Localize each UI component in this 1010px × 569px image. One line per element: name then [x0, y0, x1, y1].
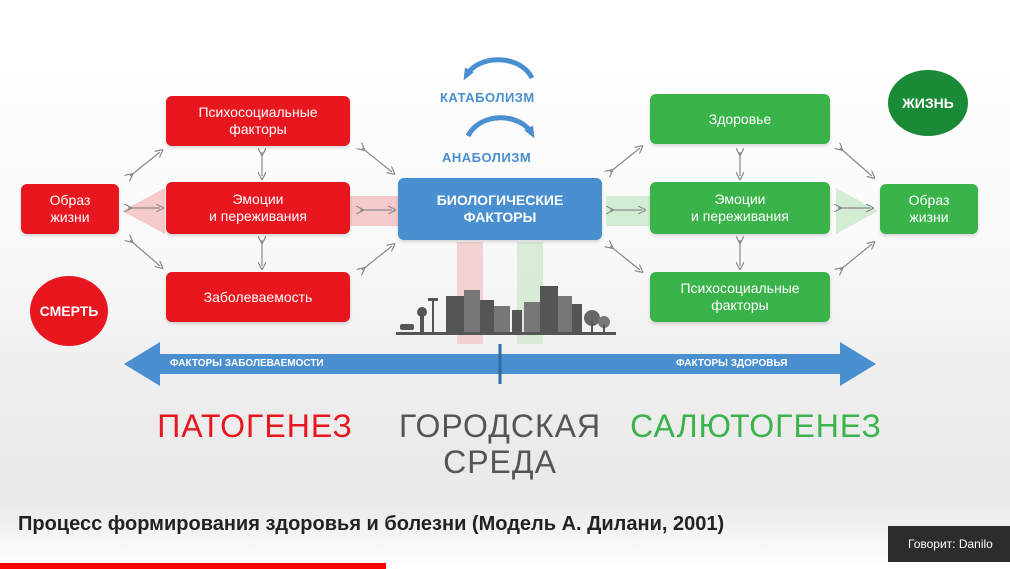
anabolism-label: АНАБОЛИЗМ [442, 150, 532, 165]
pale-red-band [350, 196, 398, 226]
left-emotions-box: Эмоции и переживания [166, 182, 350, 234]
speaker-tooltip: Говорит: Danilo [888, 526, 1010, 562]
video-progress-bar[interactable] [0, 563, 386, 569]
right-diag-arrow-1 [610, 148, 640, 172]
catabolism-arrow-icon [463, 57, 535, 81]
slide-caption: Процесс формирования здоровья и болезни … [18, 513, 725, 535]
left-psychosocial-box: Психосоциальные факторы [166, 96, 350, 146]
death-circle: СМЕРТЬ [30, 276, 108, 346]
morbidity-box: Заболеваемость [166, 272, 350, 322]
life-circle: ЖИЗНЬ [888, 70, 968, 136]
left-diag-arrow-4 [362, 246, 392, 270]
pathogenesis-heading: ПАТОГЕНЕЗ [157, 408, 353, 444]
right-diag-arrow-2 [610, 246, 640, 270]
morbidity-factors-label: ФАКТОРЫ ЗАБОЛЕВАЕМОСТИ [170, 358, 324, 369]
left-diag-arrow-3 [362, 148, 392, 172]
salutogenesis-heading: САЛЮТОГЕНЕЗ [630, 408, 882, 444]
city-skyline-icon [396, 286, 616, 335]
pale-red-arrowhead [122, 188, 165, 234]
right-diag-arrow-4 [840, 244, 872, 270]
right-psychosocial-box: Психосоциальные факторы [650, 272, 830, 322]
left-diag-arrow-1 [130, 152, 160, 176]
pale-green-band [606, 196, 650, 226]
health-factors-label: ФАКТОРЫ ЗДОРОВЬЯ [676, 358, 788, 369]
pale-green-arrowhead [836, 188, 878, 234]
catabolism-label: КАТАБОЛИЗМ [440, 90, 535, 105]
biological-factors-box: БИОЛОГИЧЕСКИЕ ФАКТОРЫ [398, 178, 602, 240]
left-lifestyle-box: Образ жизни [21, 184, 119, 234]
left-diag-arrow-2 [130, 240, 160, 266]
health-box: Здоровье [650, 94, 830, 144]
right-emotions-box: Эмоции и переживания [650, 182, 830, 234]
right-diag-arrow-3 [840, 148, 872, 176]
urban-environment-heading: ГОРОДСКАЯ СРЕДА [398, 408, 602, 480]
right-lifestyle-box: Образ жизни [880, 184, 978, 234]
anabolism-arrow-icon [465, 115, 535, 139]
